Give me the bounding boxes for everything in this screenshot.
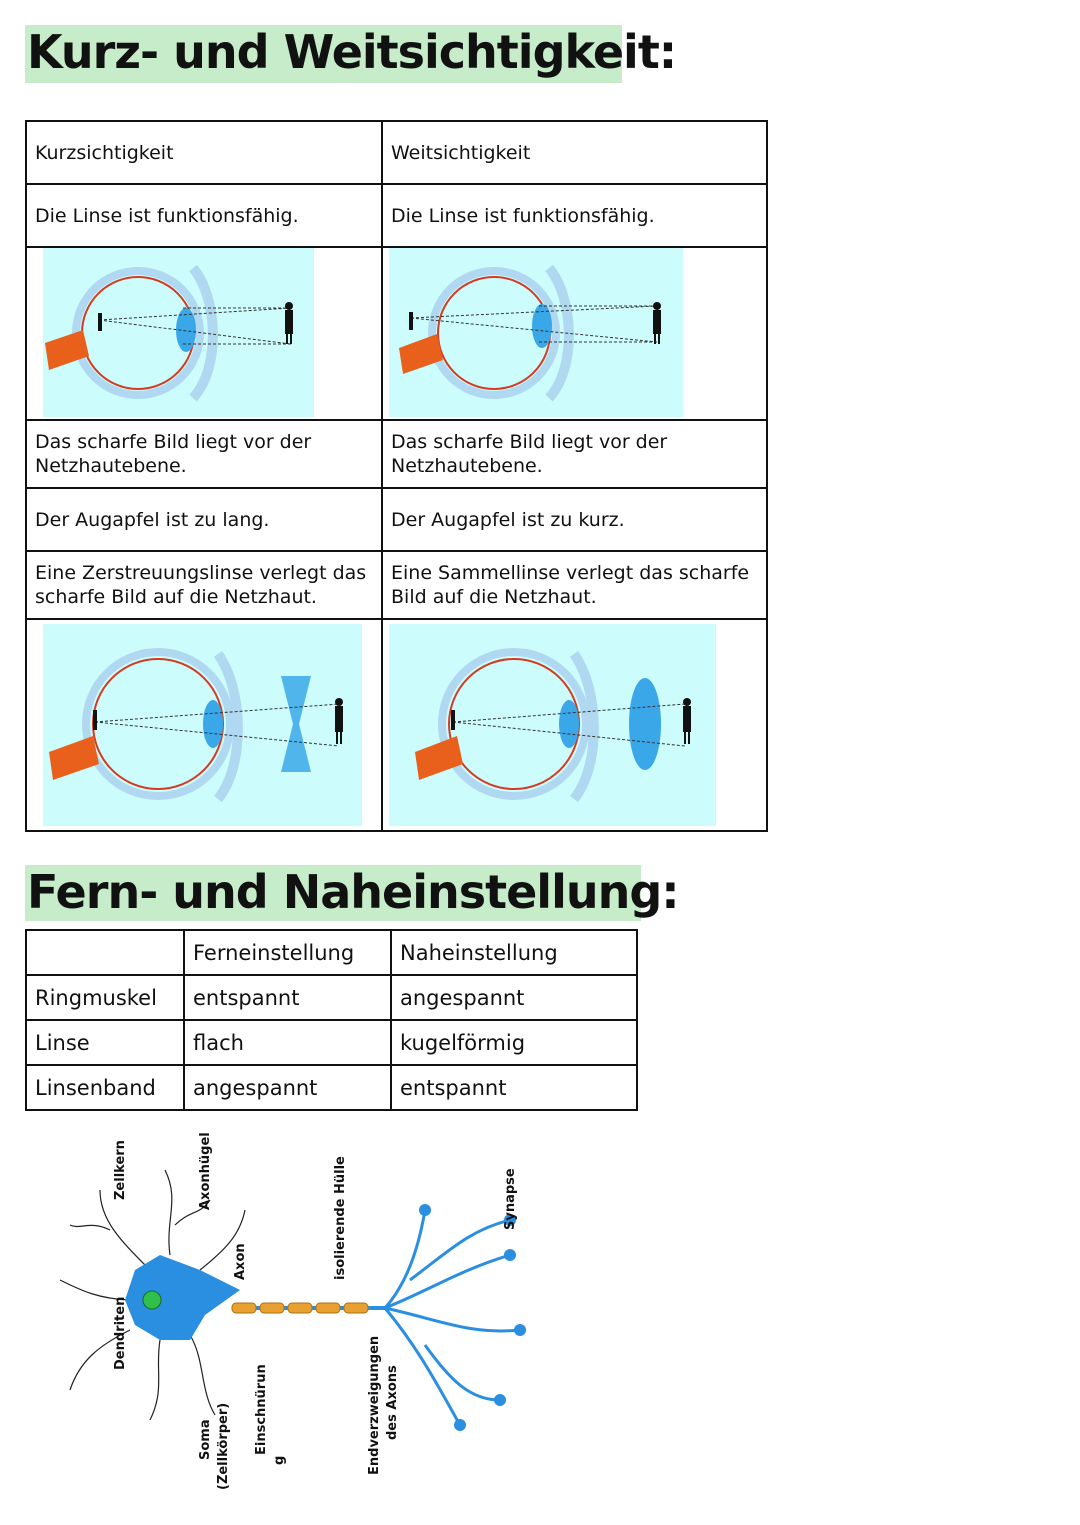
label-einschnuerung: Einschnürun	[254, 1364, 269, 1455]
cell-linse-far: flach	[183, 1019, 392, 1066]
cell-eyeball-hyperopia: Der Augapfel ist zu kurz.	[381, 487, 768, 552]
neuron-diagram: Dendriten Zellkern Axonhügel Axon Soma (…	[40, 1130, 560, 1504]
label-isolierende-huelle: isolierende Hülle	[333, 1156, 348, 1280]
cell-correction-hyperopia: Eine Sammellinse verlegt das scharfe Bil…	[381, 550, 768, 620]
table-row: Linse flach kugelförmig	[25, 1019, 638, 1066]
page-title-vision-defects: Kurz- und Weitsichtigkeit:	[25, 25, 677, 83]
corrected-eye-hyperopia-cell	[381, 618, 768, 832]
row-label-linse: Linse	[25, 1019, 185, 1066]
cell-eyeball-myopia: Der Augapfel ist zu lang.	[25, 487, 383, 552]
cell-ringmuskel-near: angespannt	[390, 974, 638, 1021]
vision-defects-table: Kurzsichtigkeit Weitsichtigkeit Die Lins…	[25, 120, 768, 832]
header-myopia: Kurzsichtigkeit	[25, 120, 383, 185]
eye-diagram-hyperopia	[389, 248, 683, 417]
accommodation-header-near: Naheinstellung	[390, 929, 638, 976]
accommodation-table: Ferneinstellung Naheinstellung Ringmuske…	[25, 929, 638, 1111]
label-zellkern: Zellkern	[113, 1140, 128, 1200]
table-row: Linsenband angespannt entspannt	[25, 1064, 638, 1111]
label-zellkoerper: (Zellkörper)	[216, 1402, 231, 1490]
label-synapse: Synapse	[503, 1168, 518, 1230]
label-einschnuerung-suffix: g	[272, 1455, 287, 1465]
label-endverzweigungen: Endverzweigungen	[367, 1335, 382, 1475]
cell-image-myopia: Das scharfe Bild liegt vor der Netzhaute…	[25, 419, 383, 489]
cell-ringmuskel-far: entspannt	[183, 974, 392, 1021]
row-label-ringmuskel: Ringmuskel	[25, 974, 185, 1021]
eye-diagram-myopia-cell	[25, 246, 383, 421]
accommodation-header-far: Ferneinstellung	[183, 929, 392, 976]
cell-linsenband-near: entspannt	[390, 1064, 638, 1111]
eye-diagram-hyperopia-cell	[381, 246, 768, 421]
cell-image-hyperopia: Das scharfe Bild liegt vor der Netzhaute…	[381, 419, 768, 489]
accommodation-header-empty	[25, 929, 185, 976]
label-soma: Soma	[198, 1419, 213, 1460]
corrected-eye-hyperopia-diagram	[389, 624, 716, 826]
label-dendriten: Dendriten	[113, 1296, 128, 1370]
corrected-eye-myopia-cell	[25, 618, 383, 832]
section-title-accommodation: Fern- und Naheinstellung:	[25, 865, 680, 921]
label-des-axons: des Axons	[385, 1365, 400, 1440]
row-label-linsenband: Linsenband	[25, 1064, 185, 1111]
cell-correction-myopia: Eine Zerstreuungslinse verlegt das schar…	[25, 550, 383, 620]
cell-linsenband-far: angespannt	[183, 1064, 392, 1111]
corrected-eye-myopia-diagram	[43, 624, 362, 826]
eye-diagram-myopia	[43, 248, 314, 417]
cell-lens-myopia: Die Linse ist funktionsfähig.	[25, 183, 383, 248]
table-row: Ringmuskel entspannt angespannt	[25, 974, 638, 1021]
header-hyperopia: Weitsichtigkeit	[381, 120, 768, 185]
cell-lens-hyperopia: Die Linse ist funktionsfähig.	[381, 183, 768, 248]
label-axon: Axon	[233, 1243, 248, 1280]
cell-linse-near: kugelförmig	[390, 1019, 638, 1066]
label-axonhuegel: Axonhügel	[198, 1132, 213, 1210]
